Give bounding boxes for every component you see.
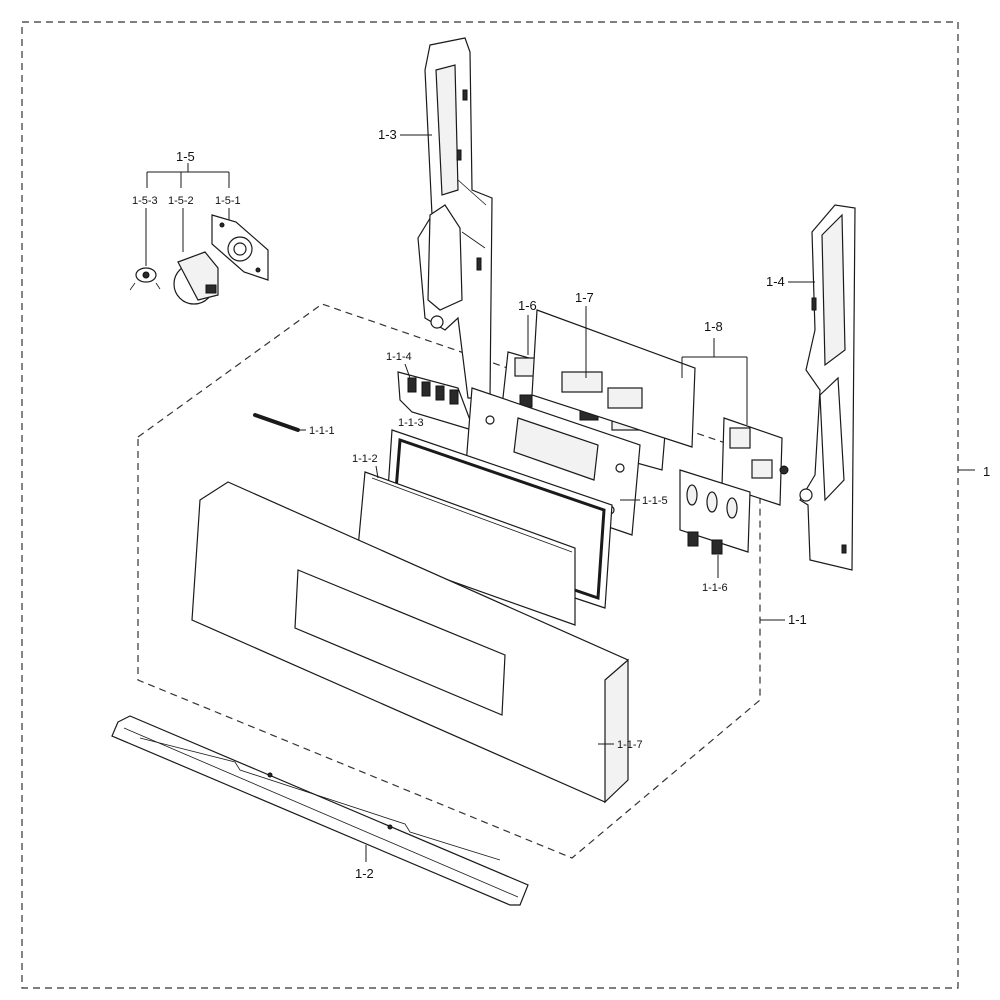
sensor-part: [129, 267, 161, 291]
label-1-1-1[interactable]: 1-1-1: [309, 425, 335, 437]
label-1-1[interactable]: 1-1: [788, 612, 807, 627]
trim-bar-1-2: [111, 715, 529, 906]
leader-1-1-2: [375, 465, 379, 479]
label-1-8[interactable]: 1-8: [704, 319, 723, 334]
mount-plate: [211, 214, 269, 281]
label-1[interactable]: 1: [983, 464, 990, 479]
small-clip: [253, 413, 300, 432]
glass-panel-1-1-2: [357, 471, 576, 626]
label-1-1-3[interactable]: 1-1-3: [398, 417, 424, 429]
label-1-1-5[interactable]: 1-1-5: [642, 495, 668, 507]
label-1-1-2[interactable]: 1-1-2: [352, 453, 378, 465]
display-frame-1-1-5: [464, 387, 641, 536]
label-1-5-1[interactable]: 1-5-1: [215, 195, 241, 207]
label-1-1-4[interactable]: 1-1-4: [386, 351, 412, 363]
label-1-4[interactable]: 1-4: [766, 274, 785, 289]
side-bracket-left: [417, 37, 493, 399]
label-1-5-2[interactable]: 1-5-2: [168, 195, 194, 207]
fan-motor: [173, 251, 219, 305]
mount-bracket-1-1-6: [679, 469, 751, 555]
side-bracket-right: [799, 204, 856, 571]
display-board-1-7: [531, 309, 696, 448]
leader-1-1-4: [404, 363, 411, 379]
control-assembly-frame: [137, 303, 761, 859]
label-1-3[interactable]: 1-3: [378, 127, 397, 142]
label-1-7[interactable]: 1-7: [575, 290, 594, 305]
assembly-frame: [21, 21, 959, 989]
label-1-5-3[interactable]: 1-5-3: [132, 195, 158, 207]
leader-1-8: [681, 338, 748, 425]
label-1-1-6[interactable]: 1-1-6: [702, 582, 728, 594]
label-1-6[interactable]: 1-6: [518, 298, 537, 313]
label-1-2[interactable]: 1-2: [355, 866, 374, 881]
label-1-1-7[interactable]: 1-1-7: [617, 739, 643, 751]
front-panel-1-1-7: [191, 481, 629, 804]
leader-1-5: [146, 163, 230, 188]
control-board-1-8: [721, 417, 789, 506]
label-1-5[interactable]: 1-5: [176, 149, 195, 164]
